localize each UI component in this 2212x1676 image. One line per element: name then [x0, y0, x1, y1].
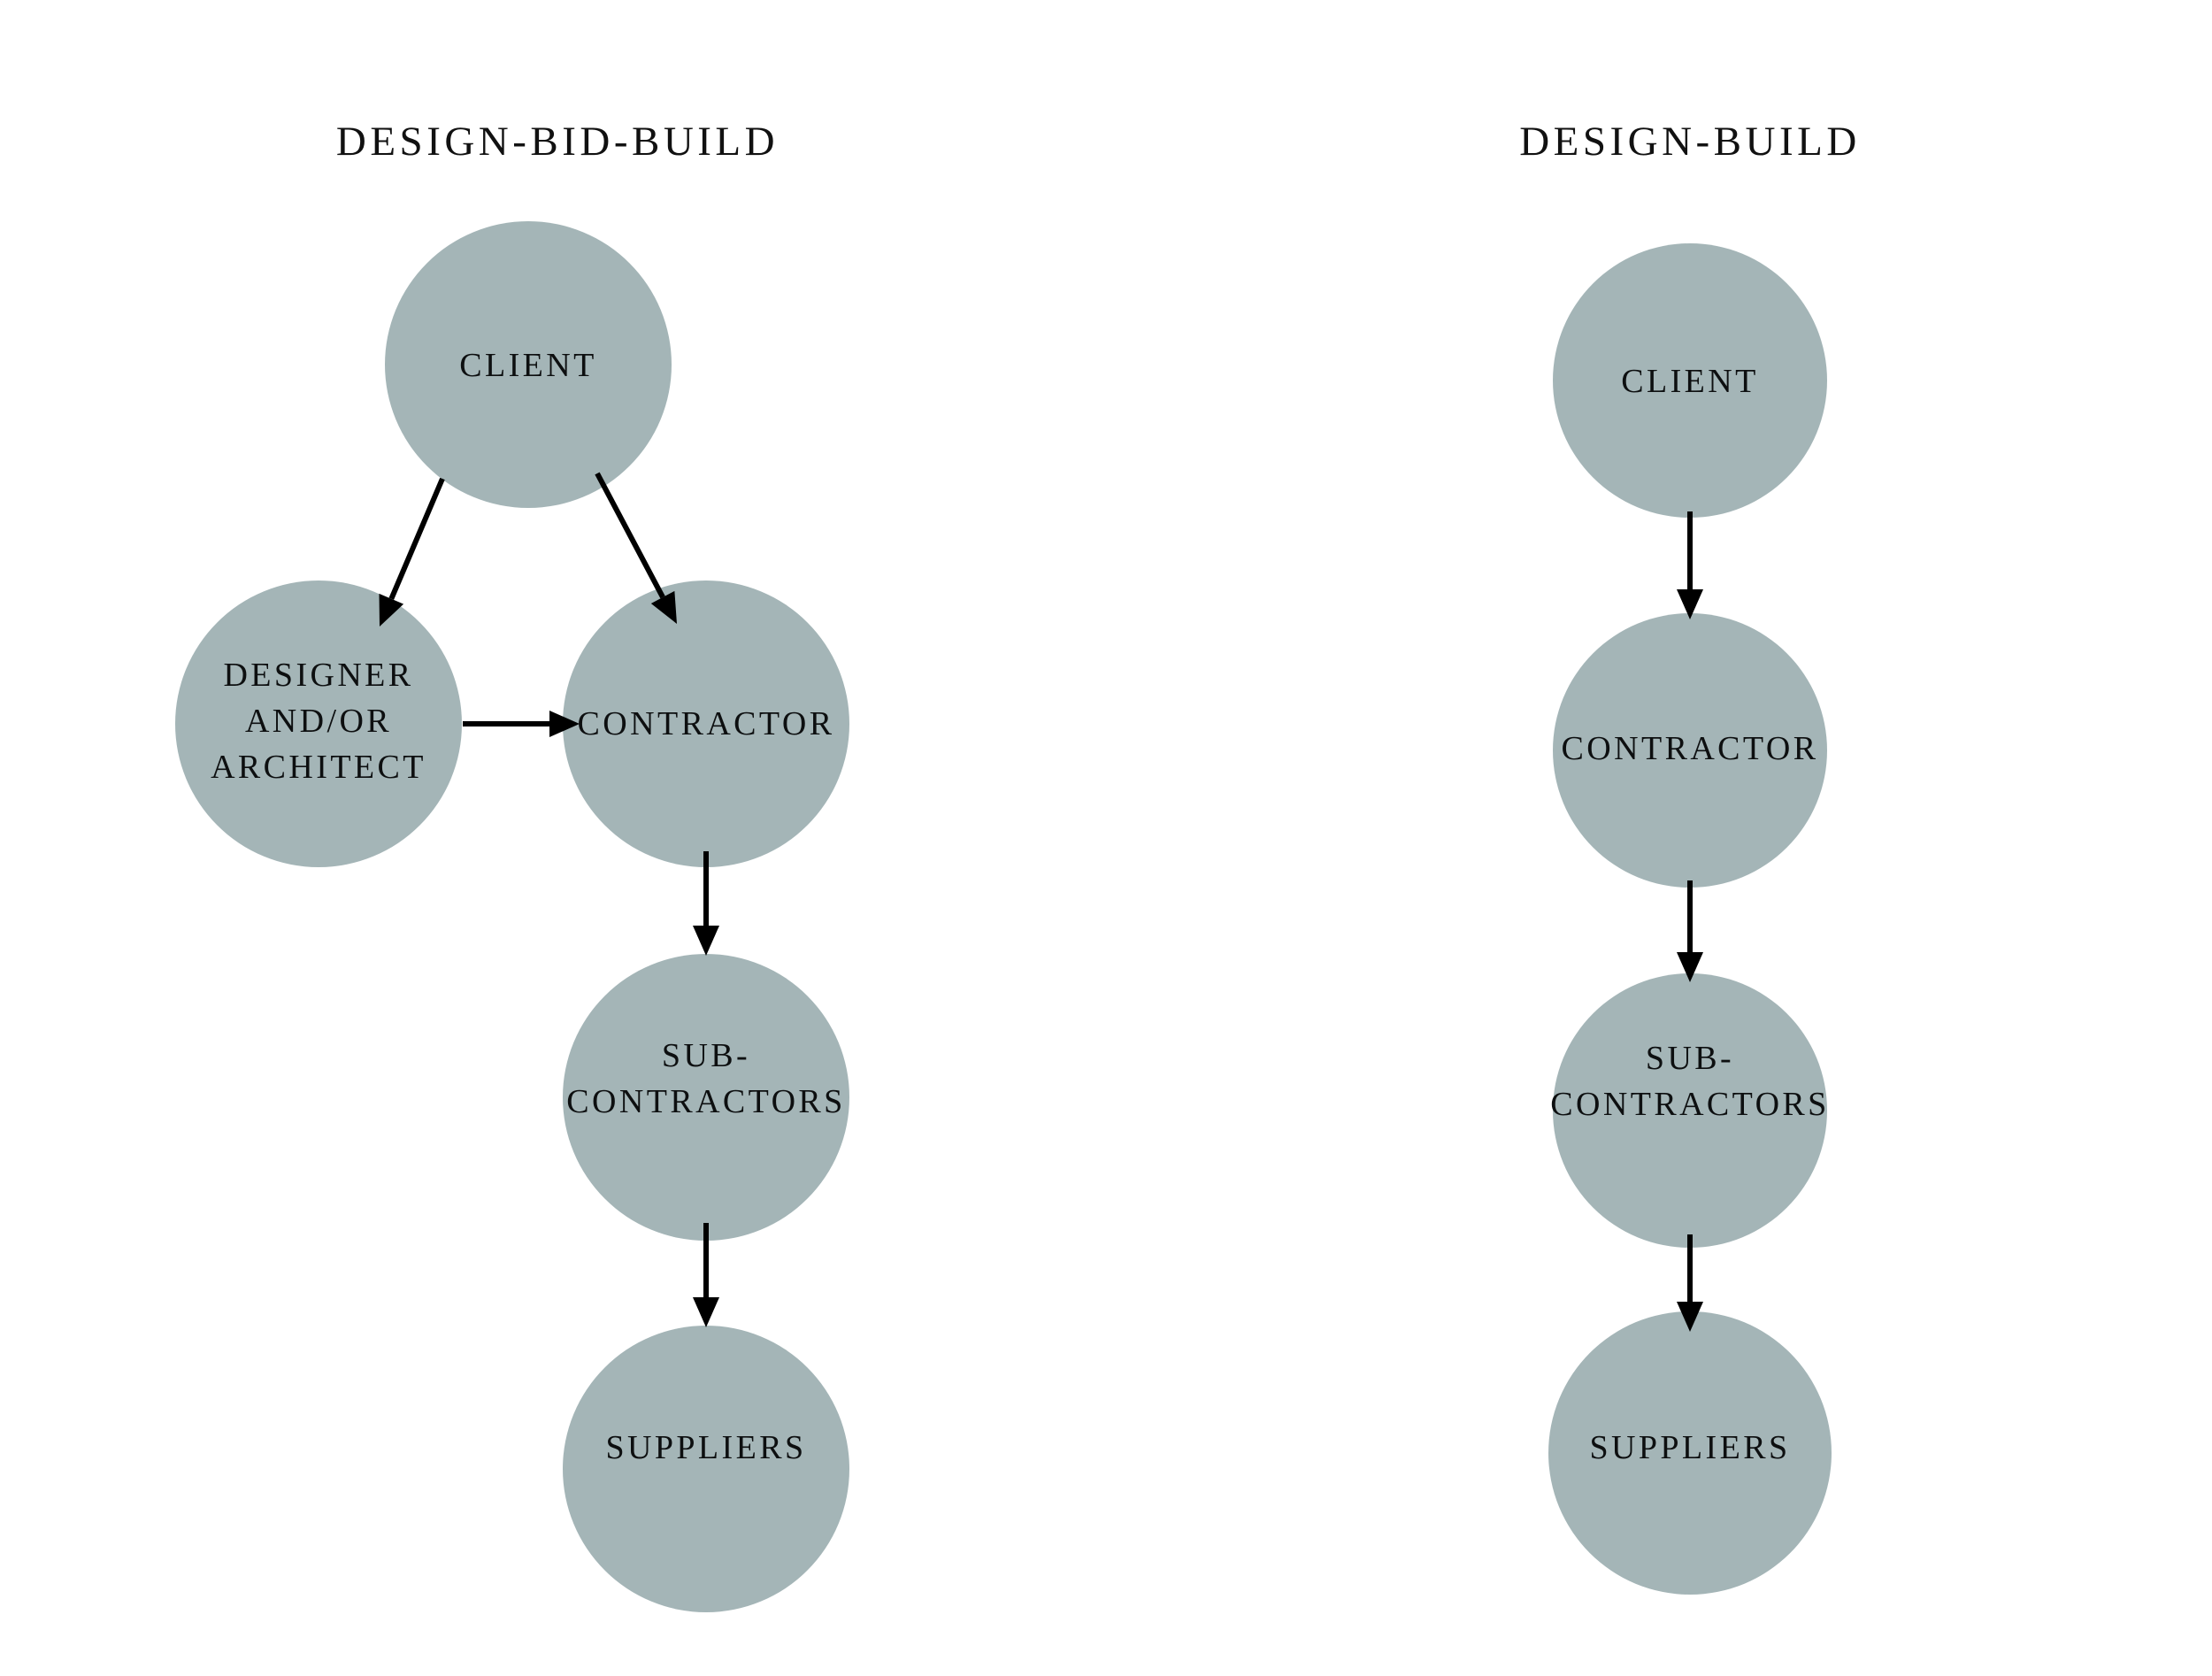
node-label-db-suppliers: SUPPLIERS: [1589, 1429, 1790, 1466]
node-label-line: DESIGNER: [223, 657, 413, 694]
arrow-head-icon: [693, 1297, 719, 1327]
node-label-line: CLIENT: [1621, 363, 1758, 400]
node-circle-db-subcontractors[interactable]: [1553, 973, 1827, 1248]
arrow-shaft-icon: [388, 477, 445, 600]
node-label-line: SUPPLIERS: [605, 1429, 806, 1466]
node-db-subcontractors[interactable]: SUB- CONTRACTORS: [1550, 973, 1829, 1248]
node-label-dbb-client: CLIENT: [459, 347, 596, 384]
panel-design-build: CLIENT CONTRACTOR SUB- CONTRACTORS SUPPLIERS…: [1519, 119, 1861, 1595]
node-label-line: ARCHITECT: [211, 749, 426, 786]
node-dbb-subcontractors[interactable]: SUB- CONTRACTORS: [563, 954, 849, 1241]
node-circle-dbb-subcontractors[interactable]: [563, 954, 849, 1241]
node-label-line: SUPPLIERS: [1589, 1429, 1790, 1466]
node-circle-dbb-designer[interactable]: [175, 580, 462, 867]
panel-title-design-build: DESIGN-BUILD: [1519, 119, 1861, 165]
node-label-dbb-suppliers: SUPPLIERS: [605, 1429, 806, 1466]
node-dbb-client[interactable]: CLIENT: [385, 221, 672, 508]
arrow-head-icon: [1677, 1302, 1703, 1332]
node-label-dbb-subcontractors: SUB- CONTRACTORS: [566, 1037, 845, 1120]
node-dbb-suppliers[interactable]: SUPPLIERS: [563, 1326, 849, 1612]
arrow-shaft-icon: [595, 472, 665, 599]
arrow-dbb-contractor-to-sub: [693, 851, 719, 956]
node-label-line: CLIENT: [459, 347, 596, 384]
node-circle-dbb-client[interactable]: [385, 221, 672, 508]
node-label-line: CONTRACTORS: [1550, 1086, 1829, 1123]
node-label-db-subcontractors: SUB- CONTRACTORS: [1550, 1040, 1829, 1123]
node-label-db-client: CLIENT: [1621, 363, 1758, 400]
arrow-db-contractor-to-sub: [1677, 880, 1703, 982]
node-label-line: SUB-: [1646, 1040, 1734, 1077]
node-circle-db-client[interactable]: [1553, 243, 1827, 518]
arrow-db-client-to-contractor: [1677, 511, 1703, 619]
node-label-dbb-contractor: CONTRACTOR: [578, 705, 835, 742]
node-circle-db-suppliers[interactable]: [1548, 1311, 1832, 1595]
node-label-dbb-designer: DESIGNER AND/OR ARCHITECT: [211, 657, 426, 786]
node-db-client[interactable]: CLIENT: [1553, 243, 1827, 518]
node-label-line: CONTRACTORS: [566, 1083, 845, 1120]
panel-title-design-bid-build: DESIGN-BID-BUILD: [336, 119, 779, 165]
node-circle-db-contractor[interactable]: [1553, 613, 1827, 888]
node-label-line: AND/OR: [245, 703, 392, 740]
arrow-head-icon: [1677, 589, 1703, 619]
arrow-head-icon: [379, 593, 404, 627]
node-circle-dbb-contractor[interactable]: [563, 580, 849, 867]
node-db-contractor[interactable]: CONTRACTOR: [1553, 613, 1827, 888]
node-db-suppliers[interactable]: SUPPLIERS: [1548, 1311, 1832, 1595]
arrow-dbb-sub-to-suppliers: [693, 1223, 719, 1327]
node-dbb-designer[interactable]: DESIGNER AND/OR ARCHITECT: [175, 580, 462, 867]
node-label-line: CONTRACTOR: [578, 705, 835, 742]
node-dbb-contractor[interactable]: CONTRACTOR: [563, 580, 849, 867]
node-label-line: CONTRACTOR: [1562, 730, 1819, 767]
arrow-head-icon: [1677, 952, 1703, 982]
arrow-dbb-designer-to-contractor: [463, 711, 580, 737]
arrow-head-icon: [693, 926, 719, 956]
arrow-dbb-client-to-contractor: [595, 472, 677, 624]
node-circle-dbb-suppliers[interactable]: [563, 1326, 849, 1612]
arrow-head-icon: [650, 590, 677, 624]
node-label-db-contractor: CONTRACTOR: [1562, 730, 1819, 767]
arrow-head-icon: [549, 711, 580, 737]
arrow-dbb-client-to-designer: [379, 477, 445, 627]
arrow-db-sub-to-suppliers: [1677, 1234, 1703, 1332]
node-label-line: SUB-: [662, 1037, 750, 1074]
